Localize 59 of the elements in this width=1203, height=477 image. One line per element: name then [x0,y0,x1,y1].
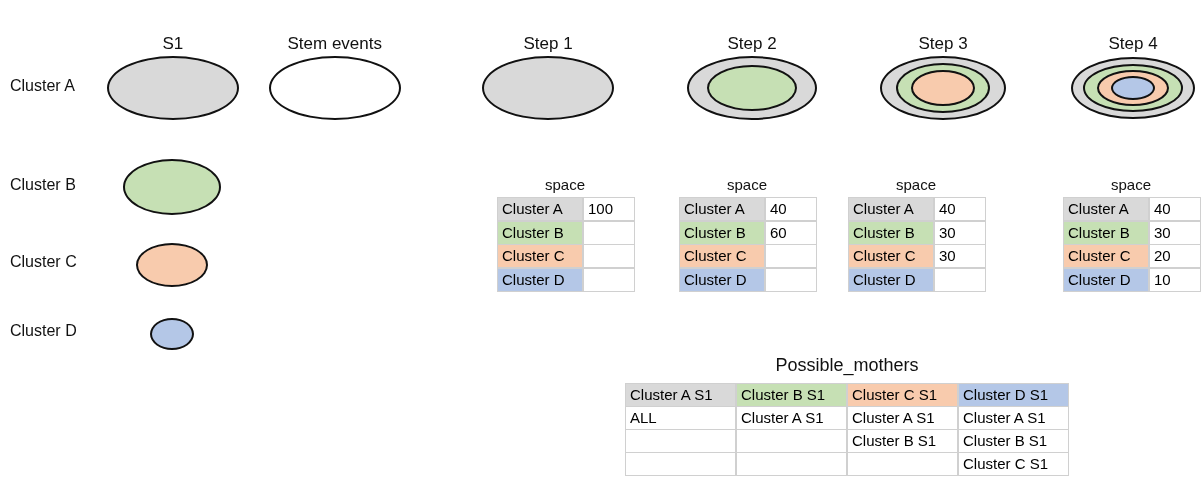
row-heading: Cluster D [10,322,77,340]
table-cell: Cluster D [848,267,934,292]
table-cell: 40 [765,197,817,221]
table-cell: Cluster A [1063,197,1149,221]
column-heading: Step 2 [727,34,777,54]
column-heading: Cluster A S1 [625,383,736,407]
table-cell: Cluster A [848,197,934,221]
table-cell: 100 [583,197,635,221]
table-title: space [727,176,768,193]
table-title: space [1111,176,1152,193]
ellipse [1111,76,1155,100]
column-heading: Step 1 [523,34,573,54]
ellipse [911,70,975,106]
table-cell: Cluster A S1 [736,406,847,430]
table-cell: Cluster B [848,220,934,245]
column-heading: Cluster D S1 [958,383,1069,407]
table-cell: Cluster A S1 [847,406,958,430]
table-cell: Cluster C [497,244,583,268]
table-cell: Cluster B [679,220,765,245]
table-cell: 30 [1149,220,1201,245]
table-cell: Cluster B [497,220,583,245]
column-heading: Cluster C S1 [847,383,958,407]
ellipse [896,63,990,113]
table-cell: Cluster A [679,197,765,221]
table-cell: Cluster C [1063,244,1149,268]
table-cell: ALL [625,406,736,430]
row-heading: Cluster B [10,176,76,194]
table-cell: 30 [934,244,986,268]
table-title: Possible_mothers [775,355,919,376]
column-heading: S1 [162,34,184,54]
column-heading: Step 4 [1108,34,1158,54]
table-cell: Cluster C [848,244,934,268]
table-cell: Cluster B S1 [847,429,958,453]
table-cell: Cluster A S1 [958,406,1069,430]
table-title: space [545,176,586,193]
row-heading: Cluster A [10,77,75,95]
column-heading: Step 3 [918,34,968,54]
ellipse [1097,70,1169,106]
table-cell: 20 [1149,244,1201,268]
table-cell: Cluster B S1 [958,429,1069,453]
column-heading: Cluster B S1 [736,383,847,407]
table-cell: 10 [1149,267,1201,292]
table-cell: Cluster A [497,197,583,221]
ellipse [1083,64,1183,112]
column-heading: Stem events [287,34,382,54]
table-cell: 30 [934,220,986,245]
table-cell: Cluster C S1 [958,452,1069,476]
table-cell: Cluster D [1063,267,1149,292]
ellipse [150,318,194,350]
table-cell: Cluster C [679,244,765,268]
table-cell: Cluster D [679,267,765,292]
table-cell: 60 [765,220,817,245]
table-title: space [896,176,937,193]
table-cell: 40 [934,197,986,221]
ellipse [707,65,797,111]
row-heading: Cluster C [10,253,77,271]
table-cell: 40 [1149,197,1201,221]
table-cell: Cluster D [497,267,583,292]
table-cell: Cluster B [1063,220,1149,245]
